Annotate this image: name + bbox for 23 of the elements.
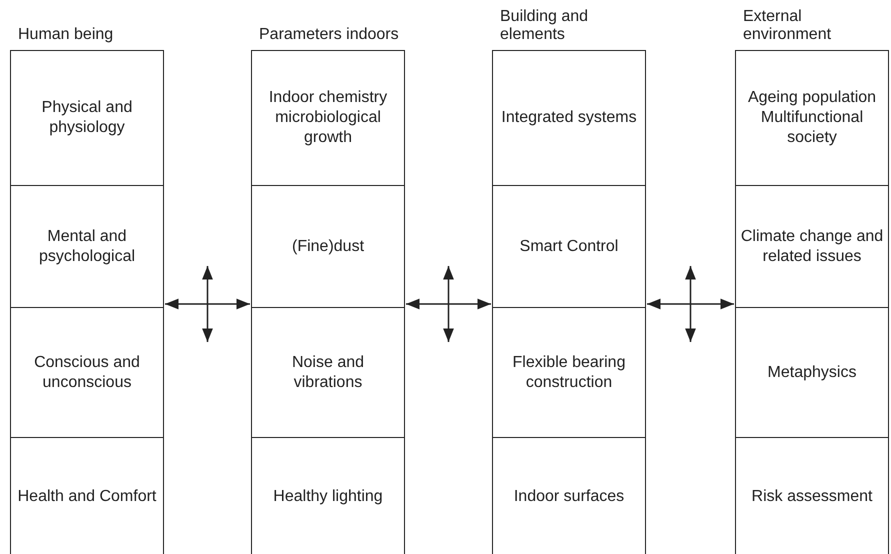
table-cell: Conscious and unconscious — [11, 307, 163, 437]
table-cell: Healthy lighting — [252, 437, 404, 554]
table-cell: Smart Control — [493, 185, 645, 307]
column-heading: Human being — [18, 25, 114, 44]
table-cell: Integrated systems — [493, 51, 645, 185]
table-cell: (Fine)dust — [252, 185, 404, 307]
table-cell: Ageing population Multifunctional society — [736, 51, 888, 185]
table-cell: Noise and vibrations — [252, 307, 404, 437]
column-heading: Parameters indoors — [259, 25, 399, 44]
table-cell: Mental and psychological — [11, 185, 163, 307]
table-cell: Risk assessment — [736, 437, 888, 554]
table-cell: Physical and physiology — [11, 51, 163, 185]
table-cell: Indoor surfaces — [493, 437, 645, 554]
double-arrow — [165, 298, 250, 310]
table-cell: Climate change and related issues — [736, 185, 888, 307]
table-cell: Metaphysics — [736, 307, 888, 437]
table-cell: Indoor chemistry microbiological growth — [252, 51, 404, 185]
table-cell: Health and Comfort — [11, 437, 163, 554]
column-heading: External environment — [743, 7, 832, 44]
double-arrow — [406, 298, 491, 310]
double-arrow — [647, 298, 734, 310]
table-cell: Flexible bearing construction — [493, 307, 645, 437]
column-heading: Building and elements — [500, 7, 590, 44]
